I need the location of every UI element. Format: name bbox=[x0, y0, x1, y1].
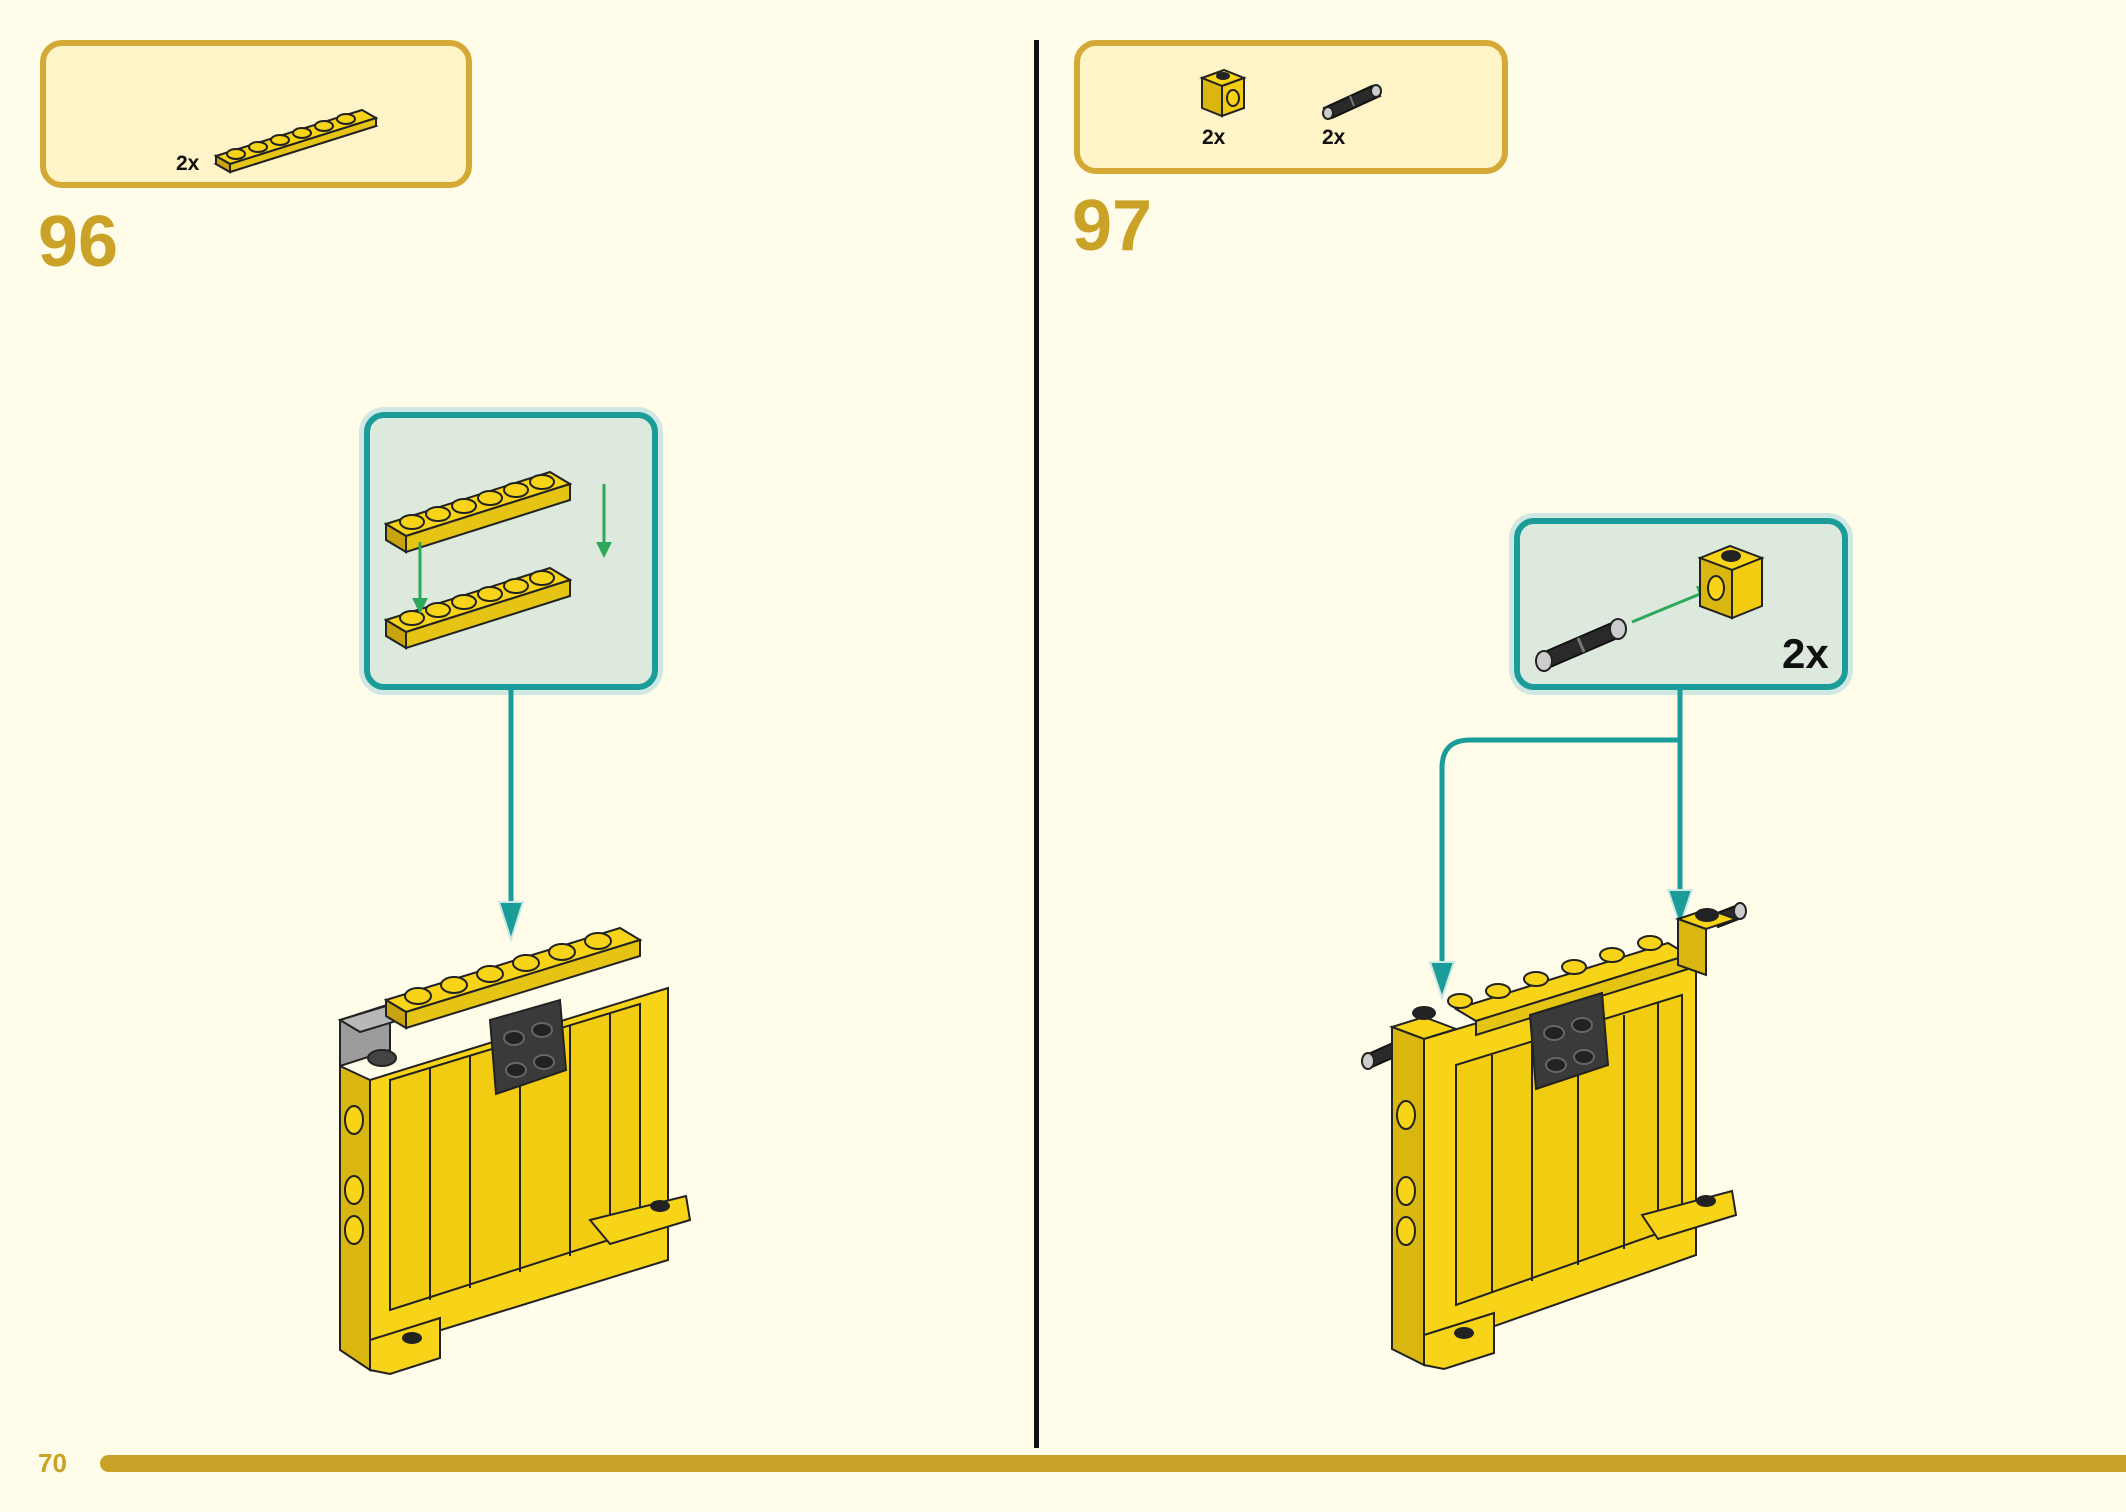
black-technic-pin-icon bbox=[1535, 618, 1627, 672]
yellow-plate-1x6-upper bbox=[383, 470, 573, 554]
footer-progress-bar bbox=[100, 1455, 2126, 1472]
plate-stacking-sub-assembly bbox=[383, 470, 612, 650]
page-divider bbox=[1034, 40, 1039, 1448]
step-number-96: 96 bbox=[38, 202, 119, 282]
callout-step-97: 2x bbox=[1514, 518, 1848, 690]
wall-panel-model-step-96 bbox=[337, 926, 692, 1376]
yellow-plate-1x6-lower bbox=[383, 566, 573, 650]
placement-arrow-icon bbox=[412, 484, 612, 614]
yellow-plate-1x6-icon bbox=[213, 108, 379, 174]
yellow-technic-brick-1x1-icon bbox=[1199, 68, 1247, 118]
callout-quantity: 2x bbox=[1782, 630, 1829, 677]
pin-into-brick-sub-assembly bbox=[1535, 544, 1765, 672]
wall-panel-model-step-97 bbox=[1361, 902, 1747, 1371]
step-number-97: 97 bbox=[1072, 186, 1153, 266]
part-quantity: 2x bbox=[1322, 126, 1346, 149]
parts-box-step-96: 2x bbox=[40, 40, 472, 188]
parts-box-step-97: 2x 2x bbox=[1074, 40, 1508, 174]
yellow-technic-brick-1x1-icon bbox=[1697, 544, 1765, 620]
part-quantity: 2x bbox=[1202, 126, 1226, 149]
callout-arrow-step-96 bbox=[497, 690, 525, 944]
callout-step-96 bbox=[364, 412, 658, 690]
part-quantity: 2x bbox=[176, 152, 200, 175]
page-number: 70 bbox=[38, 1448, 67, 1478]
black-technic-pin-icon bbox=[1322, 84, 1382, 120]
callout-arrow-step-97 bbox=[1428, 690, 1694, 1002]
